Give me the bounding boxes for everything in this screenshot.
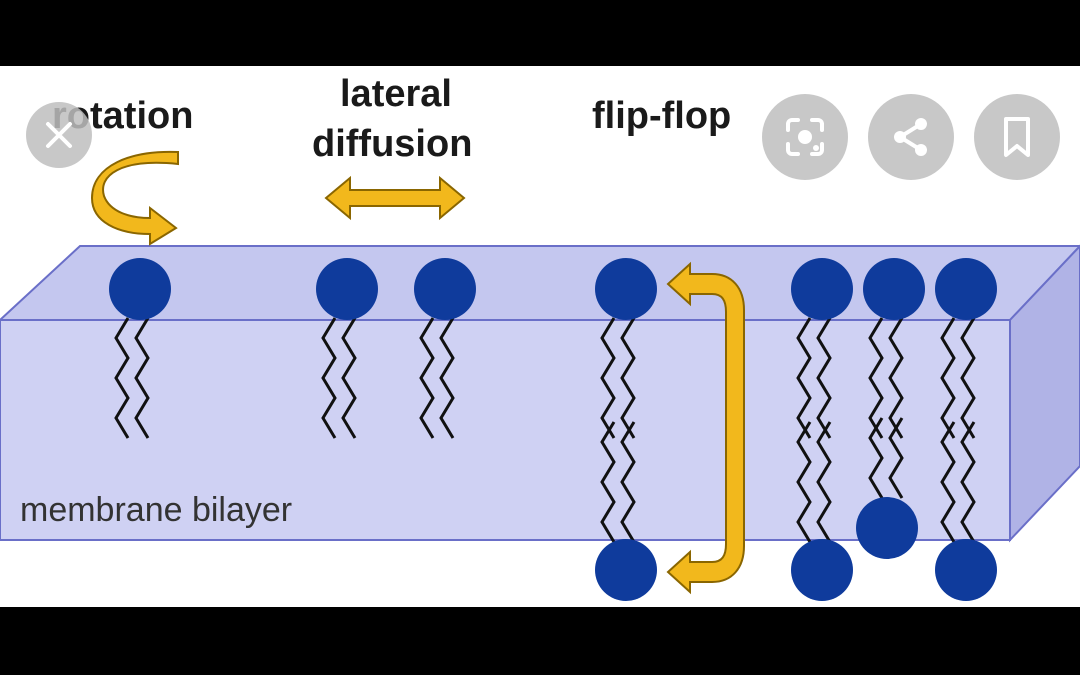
bookmark-button[interactable] — [974, 94, 1060, 180]
share-button[interactable] — [868, 94, 954, 180]
lens-button[interactable] — [762, 94, 848, 180]
lipid-rotation — [109, 258, 171, 439]
lipid-cluster-bottom-2 — [856, 417, 918, 559]
lipid-cluster-bottom-3 — [935, 421, 997, 601]
label-flip-flop: flip-flop — [592, 95, 731, 137]
membrane-diagram: membrane bilayer — [0, 73, 1080, 601]
membrane-side-face — [1009, 244, 1080, 543]
lateral-diffusion-arrow — [324, 175, 466, 221]
lipid-lateral-2 — [414, 258, 476, 439]
share-icon — [894, 118, 927, 156]
lipid-flipflop-top — [595, 258, 657, 439]
lipid-cluster-top-3 — [935, 258, 997, 439]
lipid-lateral-1 — [316, 258, 378, 439]
bookmark-icon — [1004, 117, 1030, 157]
lens-icon — [786, 118, 824, 156]
lipid-flipflop-bottom — [595, 421, 657, 601]
label-diffusion: diffusion — [312, 123, 472, 165]
label-lateral: lateral — [340, 73, 452, 115]
rotation-arrow — [90, 150, 179, 246]
close-button[interactable] — [26, 102, 92, 168]
membrane-front-face — [0, 319, 1011, 541]
lipid-cluster-bottom-1 — [791, 421, 853, 601]
lipid-cluster-top-2 — [863, 258, 925, 439]
lipid-cluster-top-1 — [791, 258, 853, 439]
flip-flop-arrow — [666, 261, 745, 595]
close-icon — [46, 122, 72, 148]
membrane-label: membrane bilayer — [20, 491, 292, 529]
